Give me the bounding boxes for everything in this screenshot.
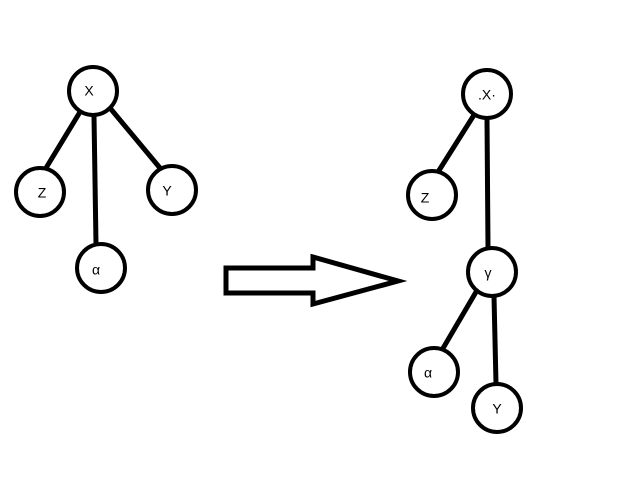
right-edge-x-gamma	[484, 115, 491, 251]
right-node-x: .X·	[461, 68, 513, 120]
left-edges	[43, 105, 163, 247]
right-tree: .X· Z γ α Y	[406, 68, 523, 434]
left-tree: X Z α Y	[14, 65, 198, 294]
right-node-y: Y	[471, 382, 523, 434]
transform-arrow	[223, 253, 408, 308]
right-node-y-label: Y	[492, 401, 502, 417]
right-edge-x-z	[435, 112, 477, 175]
left-node-z: Z	[14, 166, 66, 218]
left-node-y-label: Y	[162, 183, 172, 199]
right-node-alpha-label: α	[424, 365, 432, 381]
left-node-x: X	[67, 65, 119, 117]
left-node-y: Y	[146, 164, 198, 216]
right-edge-gamma-alpha	[439, 289, 479, 353]
right-node-x-circle	[461, 68, 513, 120]
right-node-gamma: γ	[466, 246, 518, 298]
left-node-z-label: Z	[38, 185, 47, 201]
right-edges	[435, 112, 499, 387]
left-node-alpha-label: α	[92, 262, 100, 278]
left-node-z-circle	[14, 166, 66, 218]
right-node-z: Z	[406, 169, 458, 221]
left-edge-x-z	[43, 109, 83, 171]
right-node-alpha: α	[408, 346, 460, 398]
right-edge-gamma-y	[491, 293, 499, 387]
right-node-z-label: Z	[421, 190, 430, 206]
right-node-gamma-circle	[466, 246, 518, 298]
left-node-alpha: α	[75, 242, 127, 294]
transform-arrow-shape	[223, 253, 408, 308]
left-node-x-label: X	[84, 83, 94, 99]
right-node-alpha-circle	[408, 346, 460, 398]
right-node-x-label: .X·	[478, 87, 496, 103]
left-node-x-circle	[67, 65, 119, 117]
right-node-z-circle	[406, 169, 458, 221]
left-edge-x-y	[107, 105, 163, 171]
left-edge-x-alpha	[91, 113, 99, 247]
right-node-gamma-label: γ	[485, 265, 492, 281]
right-node-y-circle	[471, 382, 523, 434]
left-node-alpha-circle	[75, 242, 127, 294]
left-node-y-circle	[146, 164, 198, 216]
